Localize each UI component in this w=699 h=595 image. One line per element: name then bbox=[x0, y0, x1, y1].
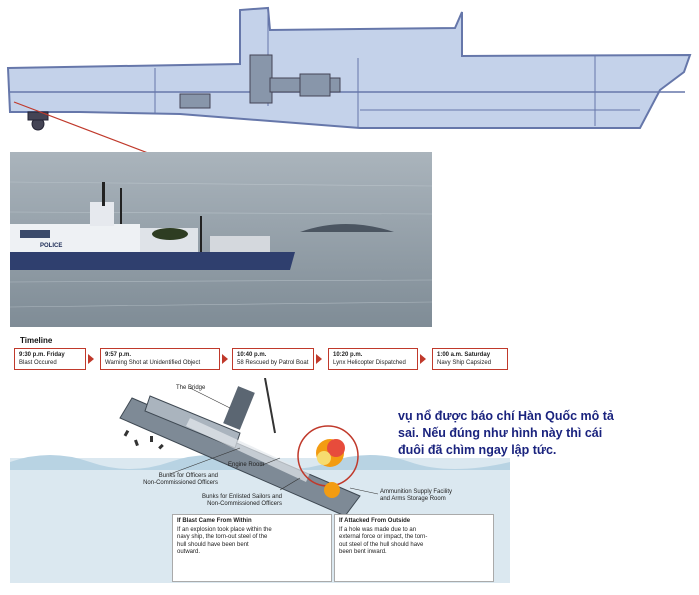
label-line: Bunks for Officers and bbox=[158, 473, 218, 479]
tilted-warship bbox=[119, 378, 361, 517]
label-bridge: The Bridge bbox=[176, 385, 206, 391]
label-ammunition: Ammunition Supply Facility and Arms Stor… bbox=[380, 489, 452, 503]
callout-heading: If Blast Came From Within bbox=[177, 518, 252, 524]
timeline-arrow-icon bbox=[316, 354, 322, 364]
ship-gun-mount bbox=[179, 54, 341, 109]
propeller-icon bbox=[27, 111, 49, 131]
leader-line bbox=[189, 387, 231, 409]
label-line: Bunks for Enlisted Sailors and bbox=[201, 494, 282, 500]
callout-heading: If Attacked From Outside bbox=[339, 518, 411, 524]
label-line: Non-Commissioned Officers bbox=[143, 480, 218, 486]
debris-icon bbox=[123, 429, 164, 450]
leader-line bbox=[259, 457, 281, 467]
timeline-arrow-icon bbox=[88, 354, 94, 364]
timeline-event: 10:20 p.m. Lynx Helicopter Dispatched bbox=[328, 348, 418, 370]
label-bunks-enlisted: Bunks for Enlisted Sailors and Non-Commi… bbox=[196, 494, 282, 508]
overturned-hull bbox=[300, 224, 394, 232]
timeline-text: Blast Occured bbox=[19, 360, 57, 366]
timeline-title: Timeline bbox=[20, 336, 53, 345]
timeline-time: 10:20 p.m. bbox=[333, 352, 363, 358]
callout-text: If a hole was made due to an external fo… bbox=[339, 526, 428, 556]
pointer-line bbox=[13, 101, 169, 160]
timeline-text: Lynx Helicopter Dispatched bbox=[333, 360, 406, 366]
timeline-time: 10:40 p.m. bbox=[237, 352, 267, 358]
ship-profile-diagram bbox=[6, 6, 692, 160]
wreck-photo: POLICE bbox=[10, 152, 432, 327]
leader-line bbox=[279, 477, 301, 491]
label-bunks-officers: Bunks for Officers and Non-Commissioned … bbox=[124, 473, 218, 487]
timeline-text: Warning Shot at Unidentified Object bbox=[105, 360, 201, 366]
vietnamese-note: vụ nổ được báo chí Hàn Quốc mô tả sai. N… bbox=[398, 409, 614, 457]
callout-attacked-outside: If Attacked From Outside If a hole was m… bbox=[334, 514, 494, 582]
leader-line bbox=[349, 487, 379, 495]
timeline-time: 1:00 a.m. Saturday bbox=[437, 352, 491, 358]
timeline-event: 9:30 p.m. Friday Blast Occured bbox=[14, 348, 86, 370]
timeline-time: 9:57 p.m. bbox=[105, 352, 132, 358]
timeline-time: 9:30 p.m. Friday bbox=[19, 352, 65, 358]
label-line: Non-Commissioned Officers bbox=[207, 501, 282, 507]
callout-blast-within: If Blast Came From Within If an explosio… bbox=[172, 514, 332, 582]
wave-surface bbox=[10, 455, 510, 470]
ship-hull bbox=[6, 6, 692, 129]
patrol-ship bbox=[10, 182, 295, 270]
callout-text: If an explosion took place within the na… bbox=[177, 526, 272, 556]
timeline-text: Navy Ship Capsized bbox=[437, 360, 492, 366]
label-engine-room: Engine Room bbox=[228, 462, 265, 468]
explosion-icon bbox=[316, 439, 345, 498]
label-line: Ammunition Supply Facility bbox=[380, 489, 453, 495]
timeline-event: 9:57 p.m. Warning Shot at Unidentified O… bbox=[100, 348, 220, 370]
leader-line bbox=[169, 447, 241, 475]
timeline-text: 58 Rescued by Patrol Boat bbox=[237, 360, 309, 366]
timeline-event: 10:40 p.m. 58 Rescued by Patrol Boat bbox=[232, 348, 314, 370]
timeline-arrow-icon bbox=[420, 354, 426, 364]
timeline-arrow-icon bbox=[222, 354, 228, 364]
timeline-event: 1:00 a.m. Saturday Navy Ship Capsized bbox=[432, 348, 508, 370]
label-line: and Arms Storage Room bbox=[380, 496, 446, 502]
ship-police-text: POLICE bbox=[40, 243, 62, 249]
